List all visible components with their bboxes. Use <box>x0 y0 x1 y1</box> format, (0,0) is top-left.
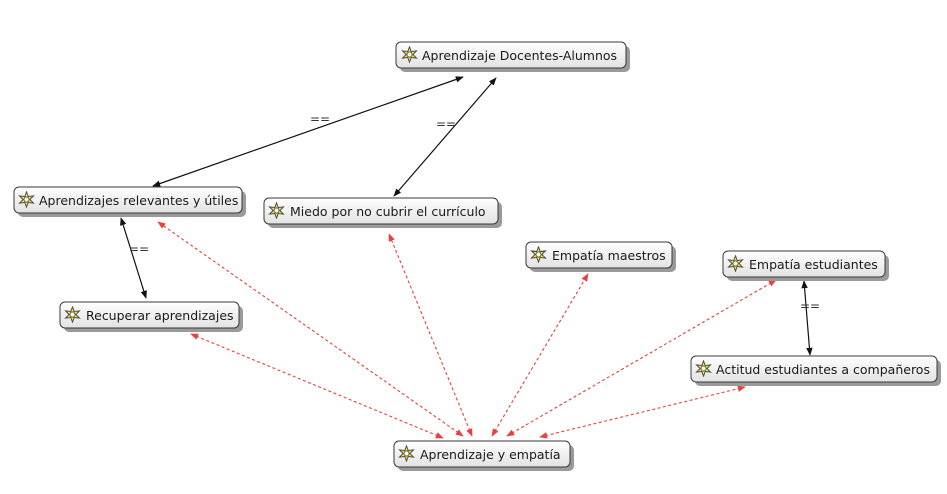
node-label: Empatía estudiantes <box>749 257 878 272</box>
node-actitud-estudiantes-companeros[interactable]: Actitud estudiantes a compañeros <box>690 355 941 386</box>
node-label: Aprendizaje y empatía <box>420 447 561 462</box>
edge-label-relevantes-recuperar: == <box>129 242 149 256</box>
node-label: Miedo por no cubrir el currículo <box>290 204 486 219</box>
node-aprendizajes-relevantes-utiles[interactable]: Aprendizajes relevantes y útiles <box>13 186 246 217</box>
node-label: Actitud estudiantes a compañeros <box>716 362 930 377</box>
edge-empatia-actitud-estudiantes <box>539 385 746 439</box>
edge-label-docentes-miedo: == <box>436 117 456 131</box>
edge-docentes-miedo <box>393 77 497 197</box>
edge-relevantes-recuperar <box>120 217 147 299</box>
node-empatia-estudiantes[interactable]: Empatía estudiantes <box>722 250 889 281</box>
edge-label-docentes-relevantes: == <box>310 112 330 126</box>
edge-empatia-maestros <box>491 273 589 437</box>
edge-empatia-recuperar <box>190 333 444 439</box>
edge-empatia-miedo <box>388 233 473 437</box>
node-miedo-curriculo[interactable]: Miedo por no cubrir el currículo <box>263 197 502 228</box>
node-aprendizaje-docentes-alumnos[interactable]: Aprendizaje Docentes-Alumnos <box>395 41 630 72</box>
edge-label-empatia-actitud: == <box>800 299 820 313</box>
node-label: Aprendizajes relevantes y útiles <box>39 193 238 208</box>
node-aprendizaje-y-empatia[interactable]: Aprendizaje y empatía <box>393 440 574 471</box>
node-label: Aprendizaje Docentes-Alumnos <box>422 48 617 63</box>
node-label: Empatía maestros <box>552 248 666 263</box>
node-empatia-maestros[interactable]: Empatía maestros <box>525 241 676 272</box>
edge-empatia-actitud <box>801 280 813 356</box>
node-label: Recuperar aprendizajes <box>86 308 234 323</box>
node-recuperar-aprendizajes[interactable]: Recuperar aprendizajes <box>59 301 243 332</box>
